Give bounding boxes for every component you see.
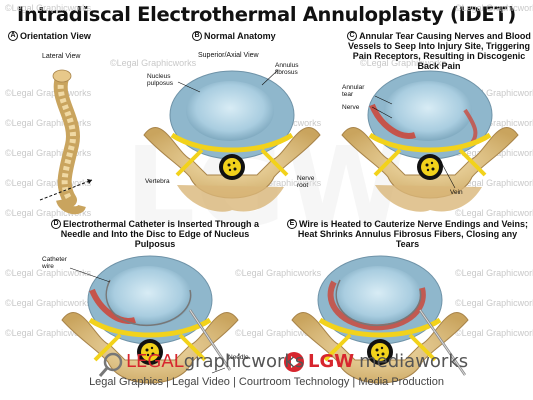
logo-mediaworks: mediaworks [359, 351, 469, 372]
label-annular-tear: Annular tear [342, 84, 365, 98]
watermark: ©Legal Graphicworks [5, 328, 92, 338]
logo-lgw: LGW [308, 351, 355, 372]
panel-b-letter: B [192, 31, 202, 41]
watermark: ©Legal Graphicworks [455, 88, 533, 98]
label-nerve: Nerve [342, 104, 360, 111]
disc-heated-wire [291, 255, 469, 384]
watermark: ©Legal Graphicworks [455, 3, 533, 13]
watermark: ©Legal Graphicworks [5, 148, 92, 158]
watermark: ©Legal Graphicworks [235, 328, 322, 338]
watermark: ©Legal Graphicworks [360, 58, 447, 68]
watermark: ©Legal Graphicworks [5, 208, 92, 218]
watermark: ©Legal Graphicworks [5, 118, 92, 128]
watermark: ©Legal Graphicworks [455, 208, 533, 218]
watermark: ©Legal Graphicworks [455, 268, 533, 278]
page-title: Intradiscal Electrothermal Annuloplasty … [17, 3, 516, 26]
watermark: ©Legal Graphicworks [455, 298, 533, 308]
watermark: ©Legal Graphicworks [5, 298, 92, 308]
disc-normal [143, 70, 321, 212]
panel-d-letter: D [50, 219, 61, 229]
watermark: ©Legal Graphicworks [455, 178, 533, 188]
panel-a-sublabel: Lateral View [42, 53, 81, 60]
disc-annular-tear [341, 70, 519, 212]
magnifier-icon [98, 352, 123, 377]
label-catheter-wire: Catheter wire [42, 256, 67, 270]
watermark: ©Legal Graphicworks [5, 3, 92, 13]
logo-graphicworks: graphicworks [183, 351, 305, 372]
logo-legal: LEGAL [126, 351, 184, 372]
disc-catheter-inserted [61, 255, 239, 384]
label-vertebra: Vertebra [145, 178, 170, 185]
label-annulus-fibrosus: Annulus fibrosus [275, 62, 299, 76]
panel-e-letter: E [287, 219, 297, 229]
label-vein: Vein [450, 189, 463, 196]
label-needle: Needle [228, 354, 249, 361]
watermark: ©Legal Graphicworks [110, 58, 197, 68]
panel-c-letter: C [347, 31, 358, 41]
watermark: ©Legal Graphicworks [5, 88, 92, 98]
watermark: ©Legal Graphicworks [455, 118, 533, 128]
watermark: ©Legal Graphicworks [5, 178, 92, 188]
panel-a-letter: A [8, 31, 18, 41]
footer-tagline: Legal Graphics | Legal Video | Courtroom… [89, 376, 444, 388]
leader-lines [69, 69, 456, 374]
watermark: ©Legal Graphicworks [235, 268, 322, 278]
label-nerve-root: Nerve root [297, 175, 315, 189]
play-icon [284, 352, 304, 372]
spine-lateral-view [39, 69, 93, 215]
panel-b-sublabel: Superior/Axial View [198, 52, 259, 59]
label-nucleus-pulposus: Nucleus pulposus [147, 73, 174, 87]
lgw-mediaworks-logo: LGW mediaworks [308, 351, 468, 372]
watermark: ©Legal Graphicworks [235, 178, 322, 188]
watermark: ©Legal Graphicworks [455, 328, 533, 338]
watermark: ©Legal Graphicworks [5, 268, 92, 278]
legal-graphicworks-logo: LEGALgraphicworks [126, 351, 304, 372]
